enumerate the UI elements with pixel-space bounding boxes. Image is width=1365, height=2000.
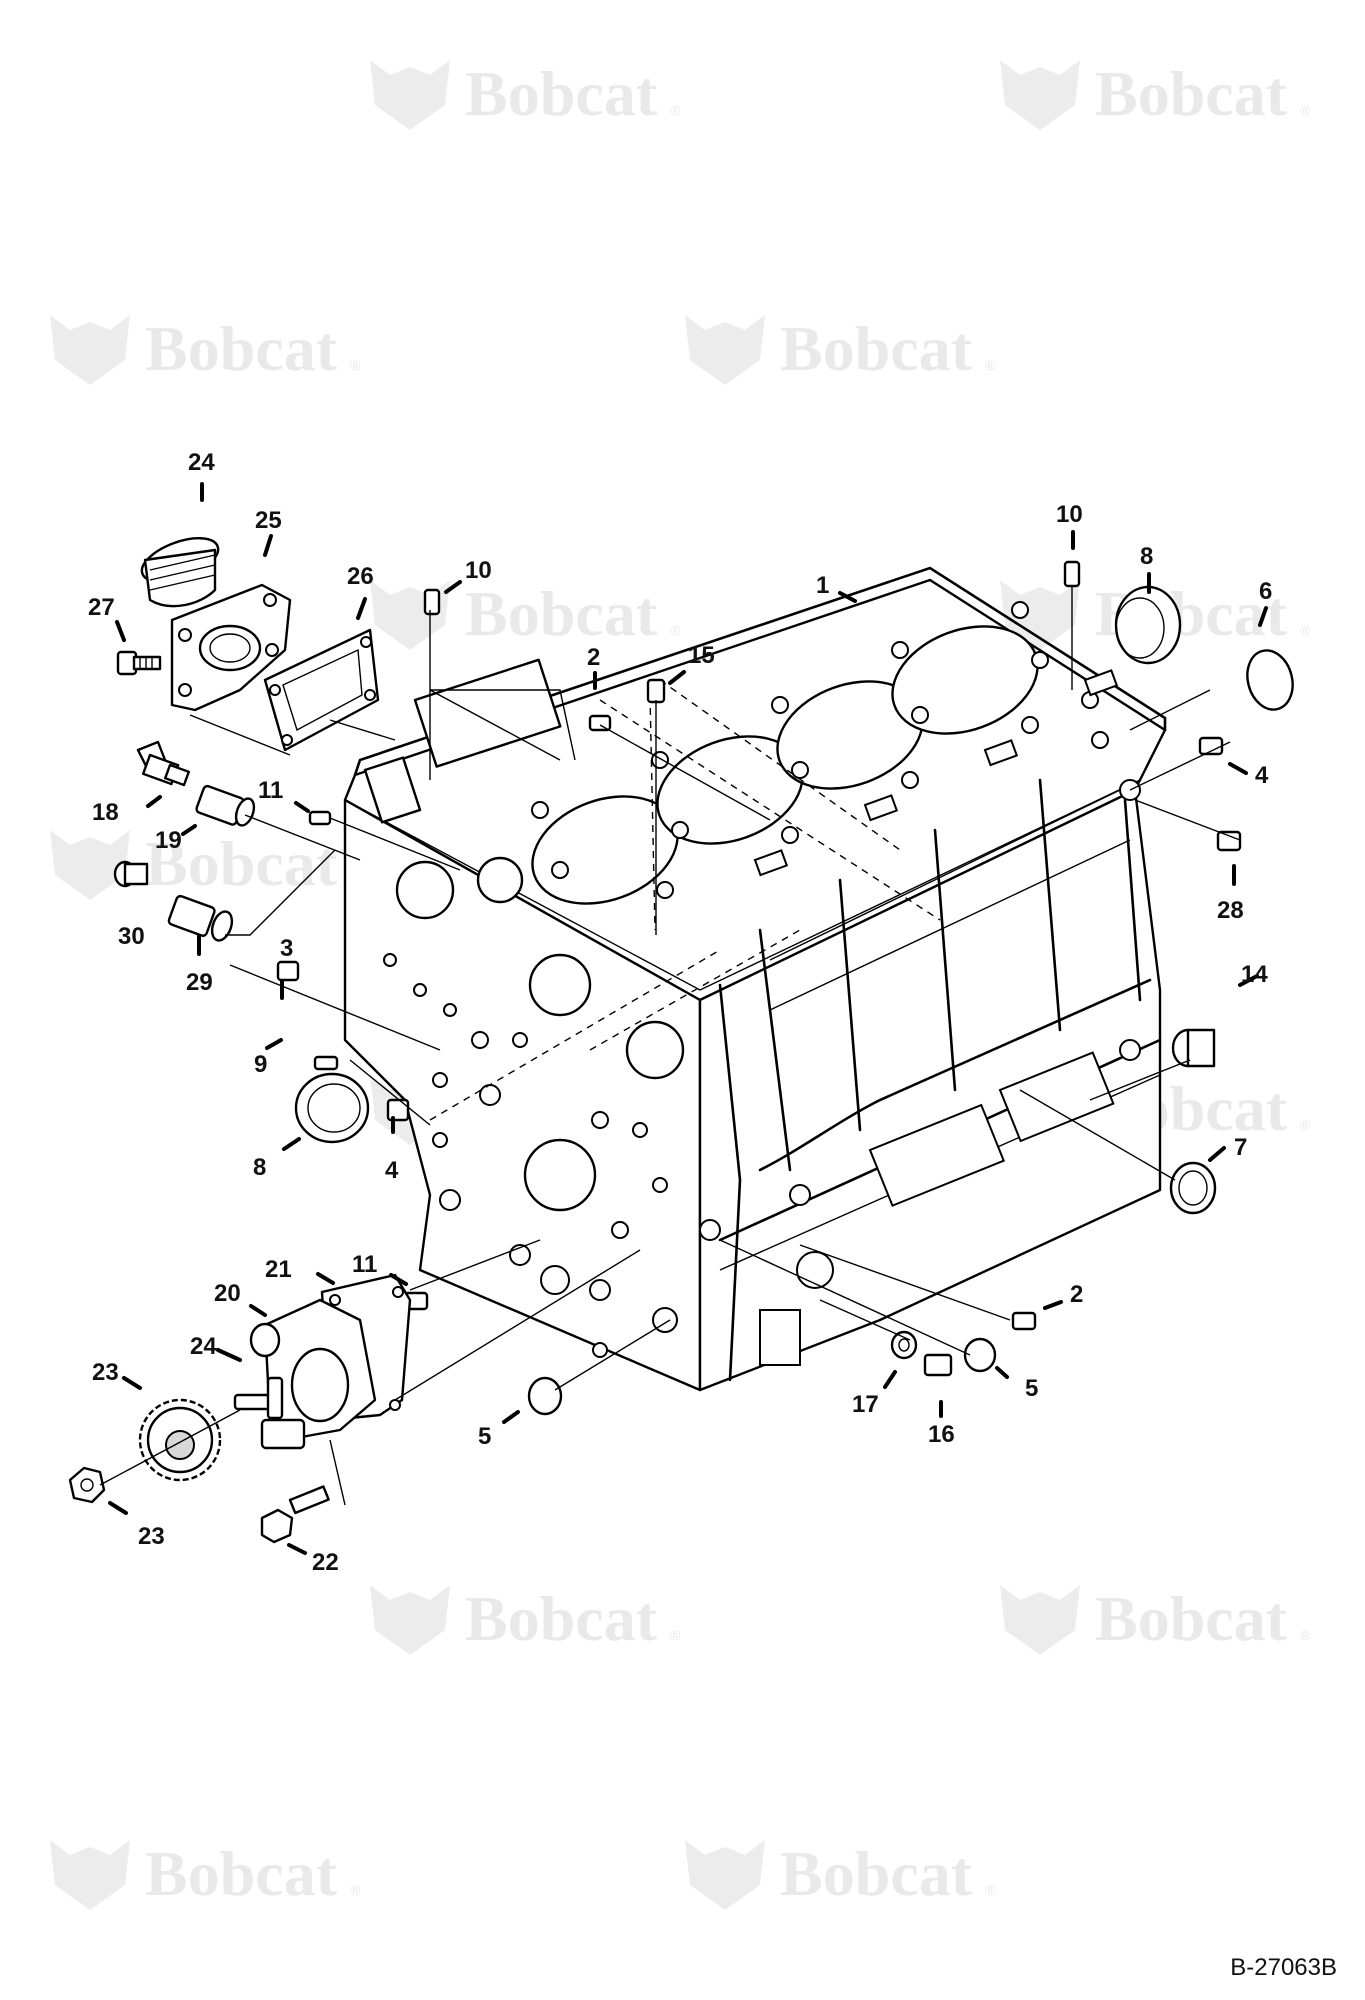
callout-2-lower: 2 [1070, 1281, 1083, 1308]
callout-14: 16 [928, 1421, 955, 1448]
oil-pump-drawing [233, 1273, 412, 1450]
connector-lines [99, 585, 1241, 1506]
watermark-logo: Bobcat® [1000, 578, 1311, 650]
watermark-logo: Bobcat ® [370, 1583, 681, 1655]
callout-6: 6 [1259, 578, 1272, 605]
watermark-text: Bobcat [780, 313, 973, 384]
watermark-reg-mark: ® [1300, 102, 1311, 118]
watermark-text: Bobcat [1095, 58, 1288, 129]
watermark-logo: Bobcat ® [370, 578, 681, 650]
watermark-reg-mark: ® [985, 1882, 996, 1898]
watermark-text: Bobcat [465, 578, 658, 649]
callout-3: 3 [280, 935, 293, 962]
watermark-logo: Bobcat ® [50, 313, 361, 385]
callout-5-front: 5 [478, 1423, 491, 1450]
callout-4-right: 4 [1255, 762, 1269, 789]
filler-housing-drawing [170, 583, 292, 712]
cylinder-block-drawing [343, 566, 1167, 1392]
watermark-logo: Bobcat® [50, 828, 361, 900]
sensor-drawing [136, 740, 190, 787]
callout-25: 25 [255, 507, 282, 534]
watermark-text: Bobcat [465, 58, 658, 129]
watermark-text: Bobcat [145, 313, 338, 384]
watermark-text: Bobcat [145, 828, 338, 899]
watermark-reg-mark: ® [1300, 1117, 1311, 1133]
callout-20: 22 [312, 1549, 339, 1576]
callout-23: 23 [138, 1523, 165, 1550]
watermark-logo: Bobcat ® [685, 313, 996, 385]
watermark-text: Bobcat [1095, 1583, 1288, 1654]
callout-15: 17 [852, 1391, 879, 1418]
watermark-reg-mark: ® [1300, 1627, 1311, 1643]
side-face-ribs [699, 778, 1162, 1382]
callout-21: 23 [92, 1359, 119, 1386]
callout-11-lower: 11 [352, 1251, 377, 1278]
watermark-reg-mark: ® [670, 1627, 681, 1643]
accessory-parts [68, 537, 1294, 1544]
watermark-reg-mark: ® [350, 357, 361, 373]
callout-26: 26 [347, 563, 374, 590]
callout-30: 30 [118, 923, 145, 950]
callout-18: 20 [214, 1280, 241, 1307]
watermark-logo: Bobcat ® [370, 58, 681, 130]
pump-bolt-drawing [260, 1485, 330, 1544]
callout-7: 7 [1234, 1134, 1247, 1161]
housing-gasket-drawing [263, 628, 380, 752]
watermark-logo: Bobcat ® [685, 1838, 996, 1910]
housing-bolt-drawing [116, 650, 162, 676]
watermark-layer: Bobcat ® Bobcat ® Bobcat ® Bobcat ® Bobcat ® Bobca… [50, 58, 1311, 1910]
callout-leaders [108, 482, 1268, 1555]
callout-2-upper: 2 [587, 644, 600, 671]
bolt-washer-drawing [890, 1330, 953, 1377]
callout-8-front: 8 [253, 1154, 266, 1181]
deck-holes [531, 601, 1119, 899]
callout-1: 1 [816, 572, 829, 599]
callout-12: 14 [1241, 961, 1268, 988]
watermark-reg-mark: ® [1300, 622, 1311, 638]
watermark-text: Bobcat [780, 1838, 973, 1909]
gear-nut-drawing [68, 1466, 106, 1504]
seals-drawing [294, 585, 1294, 1416]
callout-9: 9 [254, 1051, 267, 1078]
callout-4-front: 4 [385, 1157, 399, 1184]
watermark-reg-mark: ® [670, 102, 681, 118]
callout-19: 21 [265, 1256, 292, 1283]
callout-13: 15 [688, 642, 715, 669]
callout-10-right: 10 [1056, 501, 1083, 528]
watermark-reg-mark: ® [350, 1882, 361, 1898]
watermark-logo: Bobcat ® [50, 1838, 361, 1910]
callout-29: 29 [186, 969, 213, 996]
front-face-holes [363, 658, 685, 1358]
filler-cap-drawing [140, 537, 220, 608]
callout-28: 28 [1217, 897, 1244, 924]
watermark-logo: Bobcat ® [1000, 58, 1311, 130]
callout-16: 18 [92, 799, 119, 826]
plug-small-drawing [113, 860, 149, 888]
watermark-reg-mark: ® [985, 357, 996, 373]
fitting-drawing [167, 894, 234, 942]
callout-17: 19 [155, 827, 182, 854]
callout-8-rear: 8 [1140, 543, 1153, 570]
callout-22: 24 [190, 1333, 217, 1360]
watermark-text: Bobcat [465, 1583, 658, 1654]
watermark-text: Bobcat [145, 1838, 338, 1909]
adapter-drawing [195, 784, 256, 827]
callout-10-left: 10 [465, 557, 492, 584]
callout-24: 24 [188, 449, 215, 476]
callout-numbers: 24 25 26 27 10 10 8 6 1 2 15 4 28 18 11 … [88, 449, 1272, 1576]
callout-5-side: 5 [1025, 1375, 1038, 1402]
watermark-reg-mark: ® [670, 622, 681, 638]
reference-code: B-27063B [1230, 1954, 1337, 1981]
small-plugs-drawing [276, 560, 1242, 1331]
pump-gear-drawing [138, 1398, 222, 1482]
callout-27: 27 [88, 594, 115, 621]
watermark-logo: Bobcat ® [1000, 1583, 1311, 1655]
callout-11-upper: 11 [258, 777, 283, 804]
